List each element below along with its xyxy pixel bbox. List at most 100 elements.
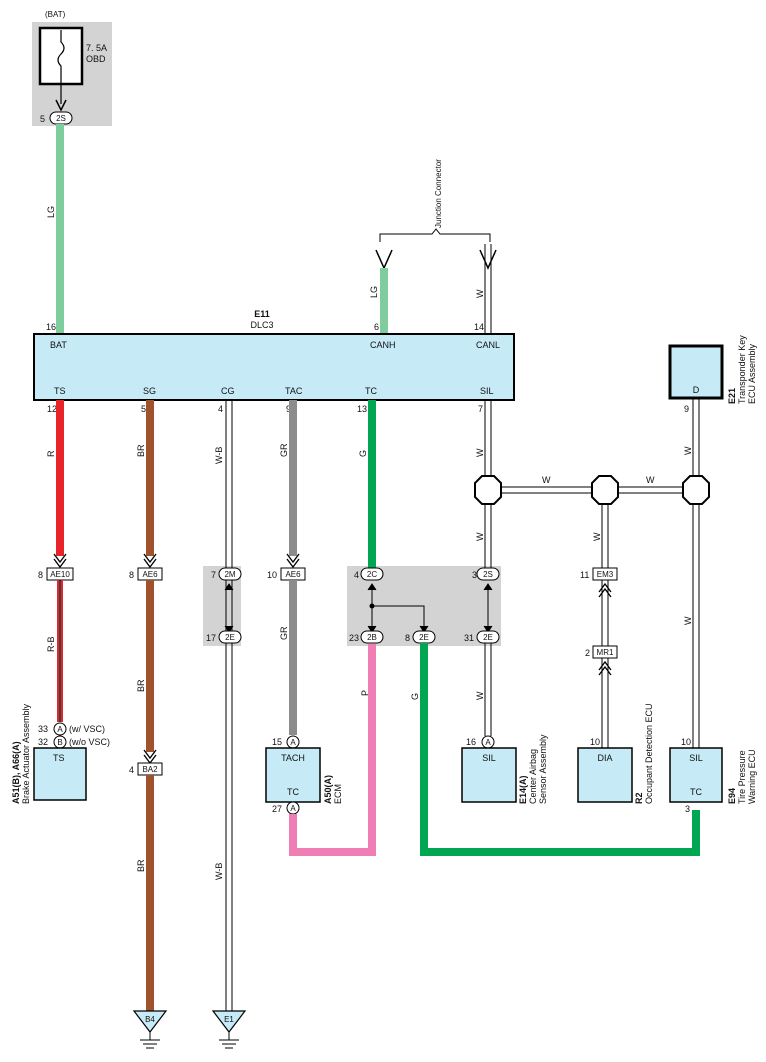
- wire-label-p: P: [360, 690, 370, 696]
- tpms-terminal-bottom: TC: [690, 787, 702, 797]
- wire-gr-1: [289, 400, 297, 556]
- dlc3-pin-canh: CANH: [370, 340, 396, 350]
- dlc3-pin-bat: BAT: [50, 340, 67, 350]
- transponder-code: E21: [727, 388, 737, 404]
- mr1-connector: [592, 645, 618, 659]
- ae10-pin-num: 8: [38, 570, 43, 580]
- wire-w-sil: [484, 400, 492, 736]
- c2c-connector: [360, 567, 384, 581]
- wire-w-tpms: [692, 398, 700, 748]
- wire-label-w-canl: W: [475, 289, 485, 298]
- ecm-pin-bottom-num: 27: [272, 804, 282, 814]
- transponder-box: [668, 344, 724, 400]
- brake-pin-b-num: 32: [38, 737, 48, 747]
- wire-label-w-sil-1: W: [475, 448, 485, 457]
- splice-node-1: [474, 475, 502, 505]
- dlc3-pin-sg: SG: [143, 386, 156, 396]
- mr1-pin-num: 2: [585, 648, 590, 658]
- airbag-code: E14(A): [518, 775, 528, 804]
- wire-g-lower: [420, 643, 700, 856]
- wire-label-wb-2: W-B: [214, 863, 224, 880]
- airbag-terminal: SIL: [482, 753, 496, 763]
- wire-label-br-1: BR: [136, 444, 146, 457]
- c2c-label: 2C: [367, 570, 377, 579]
- wire-label-w-trans: W: [683, 446, 693, 455]
- c2e-sil-pin-num: 31: [464, 633, 474, 643]
- ae6-sg-pin-num: 8: [129, 570, 134, 580]
- dlc3-pin-ts: TS: [54, 386, 66, 396]
- c2c-pin-num: 4: [354, 570, 359, 580]
- c2e-sil-connector: [476, 630, 500, 644]
- em3-label: EM3: [597, 570, 614, 579]
- wire-w-bus: [501, 486, 683, 494]
- c2b-label: 2B: [367, 633, 377, 642]
- airbag-tag-label: A: [485, 738, 491, 747]
- canh-arrow-icon: [375, 249, 393, 270]
- fuse-arrow-icon: [55, 99, 67, 112]
- brake-tag-a-label: A: [57, 725, 63, 734]
- transponder-terminal: D: [693, 385, 700, 395]
- dlc3-pin-num-canl: 14: [474, 322, 484, 332]
- dlc3-pin-tac: TAC: [285, 386, 303, 396]
- wire-p: [289, 644, 376, 856]
- transponder-pin-num: 9: [684, 404, 689, 414]
- ground-b4-icon: [132, 1010, 168, 1033]
- ba2-label: BA2: [142, 765, 158, 774]
- wire-label-gr-1: GR: [279, 443, 289, 457]
- tpms-box: [669, 747, 723, 803]
- wire-w-occupant: [601, 504, 609, 748]
- c2m-label: 2M: [224, 570, 235, 579]
- wire-br-sg-2: [146, 580, 154, 752]
- airbag-name-2: Sensor Assembly: [538, 734, 548, 804]
- dlc3-pin-num-tc: 13: [357, 404, 367, 414]
- brake-note-b: (w/o VSC): [69, 737, 110, 747]
- junction-bracket: [379, 228, 491, 242]
- c2s-connector: [476, 567, 500, 581]
- dlc3-pin-num-sil: 7: [478, 404, 483, 414]
- c2c-arrow-icon: [367, 583, 377, 591]
- dlc3-box: [33, 333, 515, 401]
- occupant-terminal: DIA: [597, 753, 612, 763]
- occupant-box: [577, 747, 633, 803]
- ecm-terminal-bottom: TC: [287, 787, 299, 797]
- wire-label-w-bus-1: W: [542, 475, 551, 485]
- ground-b4-label: B4: [145, 1015, 155, 1024]
- ae10-label: AE10: [50, 570, 70, 579]
- dlc3-pin-cg: CG: [221, 386, 235, 396]
- ground-e1-symbol-icon: [219, 1032, 239, 1049]
- dlc3-pin-num-ts: 12: [47, 404, 57, 414]
- ecm-code: A50(A): [323, 775, 333, 804]
- ae6-tac-pin-num: 10: [267, 570, 277, 580]
- wire-label-g-1: G: [358, 450, 368, 457]
- wire-lg-canh: [380, 268, 388, 334]
- ecm-pin-top-num: 15: [272, 737, 282, 747]
- transponder-name-2: ECU Assembly: [747, 343, 757, 404]
- brake-tag-b-label: B: [57, 738, 62, 747]
- c2m-pin-num: 7: [211, 570, 216, 580]
- wire-br-sg-1: [146, 400, 154, 556]
- ecm-box: [265, 747, 321, 803]
- brake-note-a: (w/ VSC): [69, 724, 105, 734]
- fuse-source-label: (BAT): [45, 10, 66, 19]
- brake-name: Brake Actuator Assembly: [21, 703, 31, 804]
- wire-br-sg-3: [146, 775, 154, 1011]
- ae6-tac-arrow-icon: [286, 553, 300, 569]
- occupant-name: Occupant Detection ECU: [644, 703, 654, 804]
- junction-connector-label: Junction Connector: [434, 159, 443, 228]
- wire-label-w-occ: W: [592, 532, 602, 541]
- dlc3-pin-tc: TC: [365, 386, 377, 396]
- junction-inner-branch: [372, 605, 425, 626]
- c2b-connector: [360, 630, 384, 644]
- wire-label-w-sil-2: W: [475, 532, 485, 541]
- fuse-name: OBD: [86, 54, 106, 64]
- tpms-code: E94: [727, 788, 737, 804]
- ecm-terminal-top: TACH: [281, 753, 305, 763]
- wire-label-w-bus-2: W: [646, 475, 655, 485]
- fuse-rating: 7. 5A: [86, 43, 107, 53]
- canl-arrow-icon: [479, 249, 497, 270]
- airbag-pin-num: 16: [466, 737, 476, 747]
- brake-code: A51(B), A66(A): [11, 741, 21, 804]
- wire-label-br-3: BR: [136, 859, 146, 872]
- ae6-tac-label: AE6: [285, 570, 301, 579]
- c2s-pin-num: 3: [472, 570, 477, 580]
